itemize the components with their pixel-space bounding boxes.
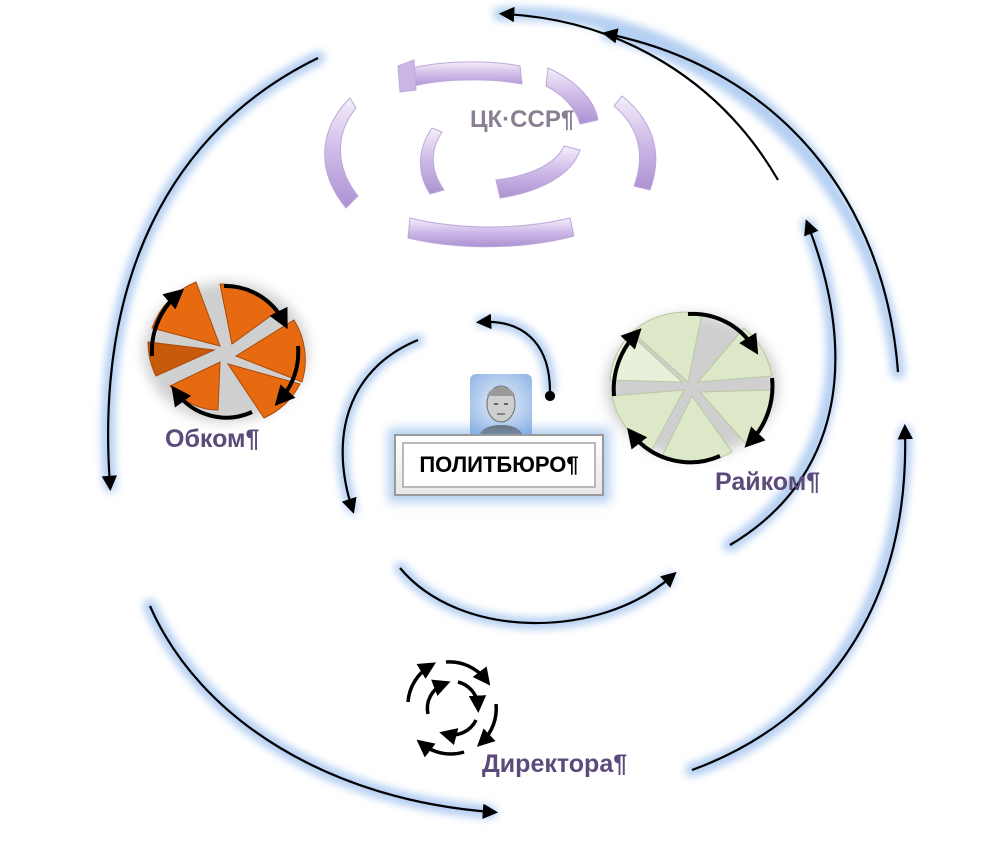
ck-arc-bottom (407, 217, 575, 248)
obkom-label: Обком¶ (165, 425, 260, 453)
ck-ssr-label: ЦК·ССР¶ (470, 106, 575, 133)
arrow-politburo-top (475, 313, 552, 393)
arrow-directors-to-right (691, 423, 913, 772)
arrow-obkom-to-directors (148, 605, 499, 819)
politburo-box: ПОЛИТБЮРО¶ (394, 434, 604, 496)
ck-cycle-arcs (324, 59, 657, 248)
arrow-politburo-bottom (399, 567, 677, 625)
arrow-raikom-to-ck (729, 219, 837, 546)
obkom-pinwheel (144, 281, 308, 422)
arrow-return-to-ck (498, 6, 779, 181)
outer-arrows (101, 6, 913, 819)
ck-arc-right-mid (495, 145, 581, 199)
arrow-ck-to-obkom (101, 57, 319, 492)
inner-arrows (341, 313, 677, 625)
raikom-label: Райком¶ (715, 468, 821, 496)
connector-dot (544, 390, 556, 402)
ck-arc-top (403, 61, 523, 89)
directors-cycle (406, 660, 498, 758)
politburo-label: ПОЛИТБЮРО¶ (402, 442, 596, 488)
person-portrait-icon (470, 374, 532, 434)
ck-arc-outer-right (613, 95, 657, 191)
ck-arc-left-inner (419, 127, 445, 195)
ck-arc-right-top (545, 67, 599, 125)
ck-arc-outer-left (324, 97, 359, 209)
raikom-pinwheel (606, 311, 778, 465)
arrow-politburo-left (341, 338, 419, 514)
arrow-outer-right-up (601, 28, 900, 373)
ck-arc-top-left-tip (397, 59, 417, 93)
directors-label: Директора¶ (482, 750, 628, 778)
